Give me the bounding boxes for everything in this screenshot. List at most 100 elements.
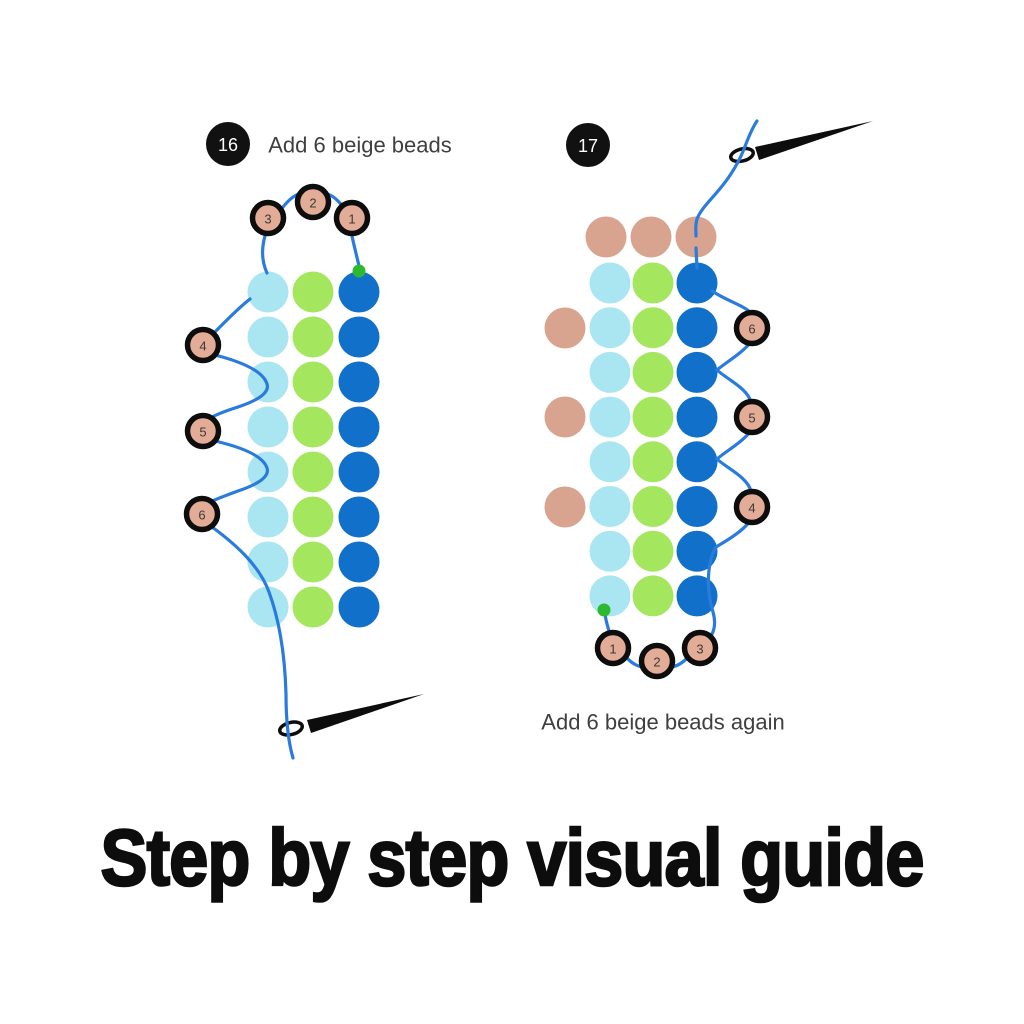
green-bead	[292, 586, 334, 628]
numbered-bead: 4	[184, 326, 222, 364]
thread-path	[206, 439, 270, 505]
needle-shaft	[307, 694, 424, 733]
blue-bead	[338, 361, 380, 403]
green-bead	[632, 530, 674, 572]
green-bead	[292, 496, 334, 538]
thread-start-dot	[597, 603, 611, 617]
numbered-bead-label: 4	[748, 501, 755, 516]
numbered-bead: 3	[681, 629, 719, 667]
numbered-bead: 1	[594, 629, 632, 667]
numbered-bead: 1	[333, 199, 371, 237]
green-bead	[292, 406, 334, 448]
thread-path	[706, 519, 752, 638]
cyan-bead	[589, 351, 631, 393]
numbered-bead-label: 3	[264, 212, 271, 227]
numbered-bead-circle	[294, 183, 332, 221]
numbered-bead-label: 5	[748, 411, 755, 426]
cyan-bead	[589, 486, 631, 527]
green-bead	[632, 575, 674, 617]
bead-grid	[589, 262, 718, 617]
blue-bead	[338, 586, 380, 628]
thread-path	[350, 234, 361, 268]
cyan-bead	[589, 441, 631, 483]
thread-path	[714, 341, 753, 404]
green-bead	[292, 271, 334, 313]
step-badge: 16	[206, 122, 250, 166]
cyan-bead	[589, 262, 631, 304]
step-badge-circle	[566, 123, 610, 167]
blue-bead	[676, 396, 718, 438]
numbered-bead: 4	[733, 488, 771, 526]
green-bead	[292, 541, 334, 583]
numbered-bead-label: 6	[198, 508, 205, 523]
blue-bead	[676, 486, 718, 527]
blue-bead	[676, 307, 718, 349]
green-bead	[632, 262, 674, 304]
bead-grid	[247, 271, 380, 628]
numbered-bead-label: 6	[748, 322, 755, 337]
beige-bead	[630, 216, 672, 258]
numbered-bead-circle	[638, 642, 676, 680]
numbered-bead-circle	[184, 326, 222, 364]
needle-eye	[277, 720, 305, 737]
thread-path	[710, 289, 753, 315]
cyan-bead	[589, 396, 631, 438]
step-badge-circle	[206, 122, 250, 166]
blue-bead	[338, 541, 380, 583]
green-bead	[632, 307, 674, 349]
numbered-bead: 5	[733, 398, 771, 436]
thread-path	[694, 246, 699, 270]
step-label: Add 6 beige beads	[268, 133, 452, 158]
numbered-bead-label: 4	[199, 339, 206, 354]
green-bead	[632, 396, 674, 438]
blue-bead	[338, 406, 380, 448]
green-bead	[632, 351, 674, 393]
numbered-bead-label: 1	[609, 642, 616, 657]
thread-path	[210, 525, 295, 760]
thread-path	[260, 234, 269, 275]
beige-bead	[544, 486, 586, 528]
beige-bead	[544, 396, 586, 438]
numbered-bead: 2	[638, 642, 676, 680]
numbered-bead-label: 5	[199, 425, 206, 440]
numbered-bead-label: 2	[309, 196, 316, 211]
cyan-bead	[589, 307, 631, 349]
blue-bead	[338, 451, 380, 493]
numbered-bead: 6	[733, 309, 771, 347]
numbered-bead-circle	[183, 495, 221, 533]
beige-bead-group	[544, 216, 717, 528]
thread-path	[714, 430, 753, 493]
blue-bead	[338, 271, 380, 313]
blue-bead	[338, 496, 380, 538]
step-label: Add 6 beige beads again	[541, 710, 784, 735]
green-bead	[292, 316, 334, 358]
cyan-bead	[247, 361, 289, 403]
numbered-bead-circle	[594, 629, 632, 667]
green-bead	[292, 361, 334, 403]
thread	[206, 192, 361, 760]
thread-path	[694, 119, 759, 238]
green-bead	[292, 451, 334, 493]
numbered-bead: 5	[184, 412, 222, 450]
blue-bead	[676, 441, 718, 483]
step-badge: 17	[566, 123, 610, 167]
needle-icon	[728, 121, 873, 164]
numbered-bead-circle	[184, 412, 222, 450]
numbered-bead-label: 2	[653, 655, 660, 670]
blue-bead	[676, 530, 718, 572]
step-badge-number: 16	[218, 135, 238, 155]
green-bead	[632, 486, 674, 527]
cyan-bead	[589, 530, 631, 572]
blue-bead	[338, 316, 380, 358]
cyan-bead	[247, 406, 289, 448]
cyan-bead	[247, 316, 289, 358]
blue-bead	[676, 351, 718, 393]
numbered-bead: 6	[183, 495, 221, 533]
cyan-bead	[247, 496, 289, 538]
step-16-diagram: 16 Add 6 beige beads 1 2	[183, 122, 452, 760]
step-badge-number: 17	[578, 136, 598, 156]
green-bead	[632, 441, 674, 483]
cyan-bead	[247, 541, 289, 583]
thread-path	[207, 353, 270, 421]
page-title: Step by step visual guide	[99, 812, 925, 903]
